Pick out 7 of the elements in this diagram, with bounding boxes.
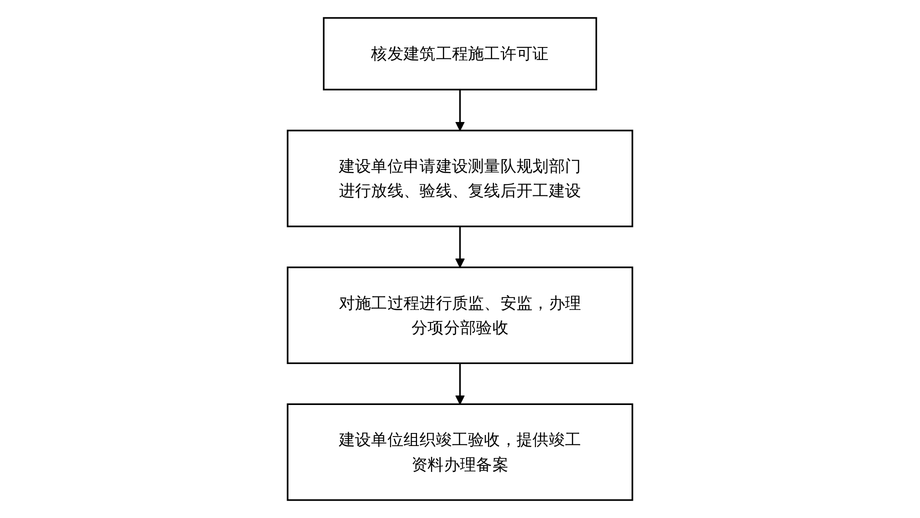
node-box: 建设单位组织竣工验收，提供竣工资料办理备案: [286, 403, 634, 501]
arrow: [455, 226, 465, 268]
node-box: 建设单位申请建设测量队规划部门进行放线、验线、复线后开工建设: [286, 130, 634, 228]
arrow: [455, 90, 465, 131]
node-box: 核发建筑工程施工许可证: [322, 17, 598, 90]
arrow: [455, 363, 465, 405]
node-box: 对施工过程进行质监、安监，办理分项分部验收: [286, 266, 634, 364]
